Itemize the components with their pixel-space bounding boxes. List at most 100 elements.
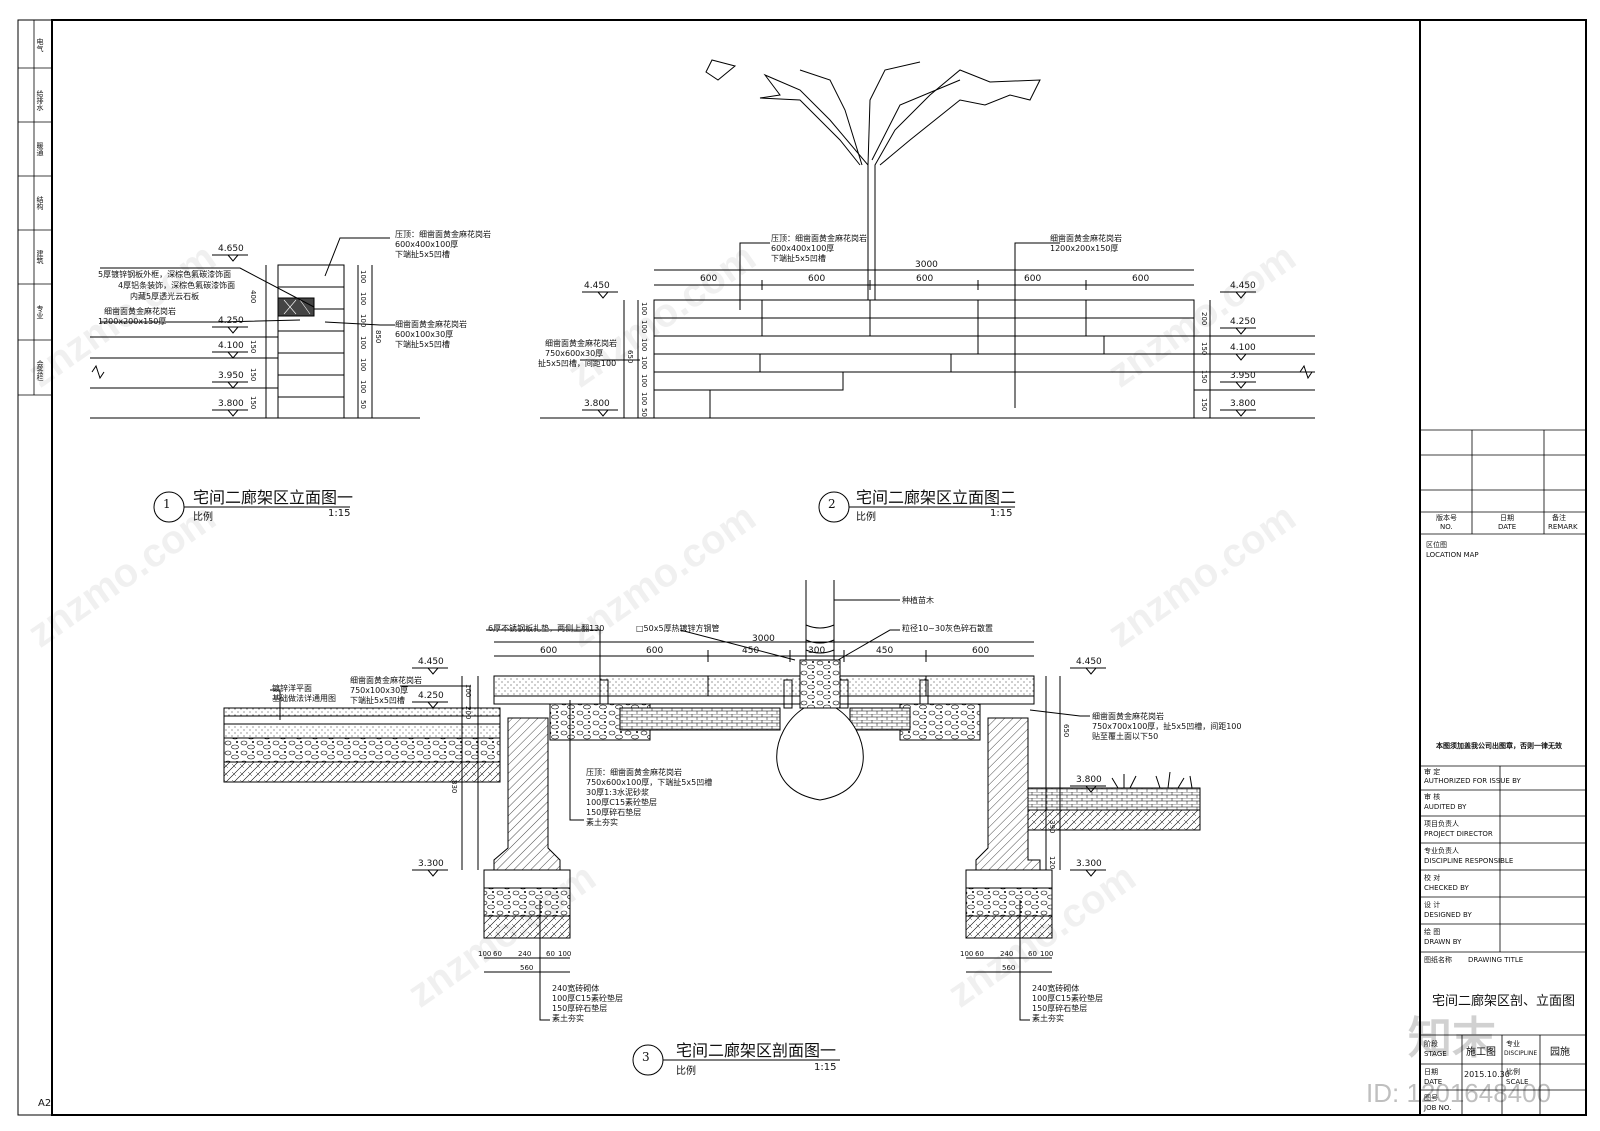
date-label: 日期 [1424,1068,1438,1076]
side-strip-label: 暖通 [36,142,44,156]
dimension: 600 [808,274,826,284]
annotation: 100厚C15素砼垫层 [586,798,658,807]
annotation: 素土夯实 [1032,1014,1064,1023]
side-strip-label: 专业 [36,305,44,319]
dimension: 390 [1048,820,1056,834]
annotation: 镀锌洋平面 [272,684,312,693]
dimension: 100 [359,314,367,328]
dimension: 100 [359,358,367,372]
dimension: 300 [808,646,826,656]
scale-label: 比例 [1506,1068,1520,1076]
dimension: 100 [640,392,648,406]
role-label: AUDITED BY [1424,803,1467,811]
annotation: 240宽砖砌体 [1032,984,1080,993]
side-strip-label: 会签栏 [36,360,44,381]
rev-header: 版本号 [1436,514,1457,522]
dimension: 150 [249,368,257,382]
dimension: 450 [742,646,760,656]
level-mark: 4.450 [584,281,610,291]
dimension: 100 [640,374,648,388]
role-label: 审 核 [1424,793,1441,801]
id-label: ID: 1201648400 [1366,1078,1552,1108]
dimension: 850 [374,330,382,344]
dimension: 830 [450,780,458,794]
annotation: 750x700x100厚，扯5x5凹槽，间距100 [1092,722,1242,731]
annotation: 扯5x5凹槽，间距100 [538,359,617,368]
level-mark: 3.300 [418,859,444,869]
scale-value: 1:15 [328,508,351,519]
dimension: 600 [1132,274,1150,284]
annotation: 下端扯5x5凹槽 [395,340,450,349]
dimension: 50 [359,400,367,409]
scale-label: 比例 [856,512,876,523]
annotation: 1200x200x150厚 [1050,244,1119,253]
dimension: 100 [640,302,648,316]
dimension: 600 [540,646,558,656]
annotation: 压顶：细凿面黄金麻花岗岩 [586,768,682,777]
level-mark: 4.250 [418,691,444,701]
dimension: 100 [478,950,492,958]
dimension: 100 [558,950,572,958]
annotation: 素土夯实 [586,818,618,827]
annotation: 600x100x30厚 [395,330,454,339]
level-mark: 3.800 [218,399,244,409]
annotation: 150厚碎石垫层 [1032,1004,1088,1013]
annotation: 粒径10~30灰色碎石散置 [902,624,994,633]
annotation: 贴至覆土面以下50 [1092,732,1159,741]
dimension: 560 [1002,964,1016,972]
role-label: 专业负责人 [1424,847,1459,855]
dimension: 60 [1028,950,1037,958]
annotation: 600x400x100厚 [395,240,459,249]
annotation: 内藏5厚透光云石板 [130,292,200,301]
annotation: 素土夯实 [552,1014,584,1023]
role-label: 校 对 [1424,874,1441,882]
side-strip-label: 电气 [36,38,44,52]
scale-value: 1:15 [814,1062,837,1073]
annotation: 150厚碎石垫层 [552,1004,608,1013]
annotation: 压顶：细凿面黄金麻花岗岩 [771,234,867,243]
role-label: PROJECT DIRECTOR [1424,830,1493,838]
annotation: 6厚不锈钢板扎垫，两侧上翻130 [488,624,605,633]
level-mark: 3.300 [1076,859,1102,869]
discipline-value: 园施 [1550,1047,1570,1058]
notice: 本图须加盖我公司出图章，否则一律无效 [1436,742,1562,750]
dimension: 600 [646,646,664,656]
level-mark: 4.450 [418,657,444,667]
annotation: 细凿面黄金麻花岗岩 [104,307,176,316]
figure-number: 2 [828,497,836,511]
annotation: 5厚镀锌钢板外框，深棕色氟碳漆饰面 [98,270,232,279]
dimension: 60 [975,950,984,958]
dimension: 600 [700,274,718,284]
figure-number: 3 [642,1050,650,1064]
figure-title: 宅间二廊架区立面图二 [856,488,1017,507]
side-strip-label: 建筑 [36,250,44,264]
discipline-label: DISCIPLINE [1504,1050,1538,1057]
dimension: 200 [1200,312,1208,326]
figure-title: 宅间二廊架区立面图一 [193,488,354,507]
level-mark: 3.800 [1076,775,1102,785]
dimension: 560 [520,964,534,972]
dimension: 400 [249,290,257,304]
annotation: 150厚碎石垫层 [586,808,642,817]
date-label: DATE [1424,1078,1443,1086]
dimension: 150 [249,396,257,410]
level-mark: 4.100 [1230,343,1256,353]
role-label: 设 计 [1424,901,1441,909]
dimension: 100 [960,950,974,958]
dimension: 3000 [752,634,775,644]
level-mark: 3.950 [1230,371,1256,381]
level-mark: 3.950 [218,371,244,381]
annotation: 细凿面黄金麻花岗岩 [1050,234,1122,243]
level-mark: 3.800 [584,399,610,409]
level-mark: 3.800 [1230,399,1256,409]
dimension: 600 [972,646,990,656]
dimension: 100 [1040,950,1054,958]
role-label: 项目负责人 [1424,820,1459,828]
dimension: 50 [640,408,648,417]
role-label: AUTHORIZED FOR ISSUE BY [1424,777,1521,785]
annotation: 750x600x30厚 [545,349,604,358]
side-strip-label: 给排水 [36,90,44,111]
